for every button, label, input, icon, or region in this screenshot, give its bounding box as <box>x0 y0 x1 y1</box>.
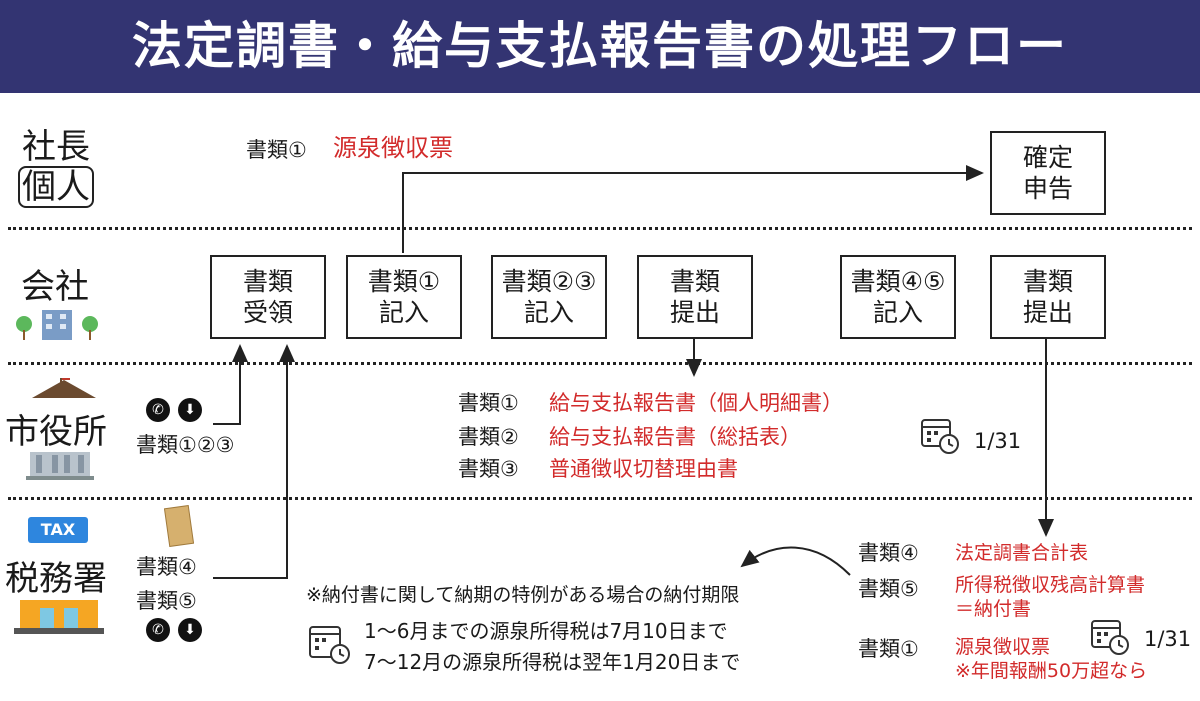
box-final-return: 確定申告 <box>990 131 1106 215</box>
city-doc-label: 書類① <box>458 391 519 415</box>
arrow-to-payment-note <box>740 546 851 576</box>
calendar-clock-icon <box>920 415 960 455</box>
lane-owner-label: 社長 個人 <box>18 128 94 208</box>
lane-divider <box>8 227 1192 230</box>
arrow-tax-to-receive <box>213 344 295 579</box>
tax-doc1-label: 書類① <box>858 637 919 661</box>
tax-doc4-label: 書類④ <box>858 541 919 565</box>
city-hall-base-icon <box>22 452 98 480</box>
calendar-clock-icon <box>1090 616 1130 656</box>
lane-divider <box>8 497 1192 500</box>
header-bar <box>0 0 1200 93</box>
tax-badge: TAX <box>28 517 88 543</box>
city-deadline: 1/31 <box>974 429 1022 453</box>
lane-divider <box>8 362 1192 365</box>
tax-office-icon <box>14 600 104 634</box>
lane-company-label: 会社 <box>21 267 89 307</box>
payment-note-line2: 7〜12月の源泉所得税は翌年1月20日まで <box>364 650 741 674</box>
tax-left-doc5: 書類⑤ <box>136 589 197 613</box>
city-hall-icon <box>26 376 102 408</box>
page-title: 法定調書・給与支払報告書の処理フロー <box>132 17 1068 75</box>
city-doc-label: 書類② <box>458 425 519 449</box>
city-doc-name: 給与支払報告書（総括表） <box>549 425 801 449</box>
city-doc-label: 書類③ <box>458 457 519 481</box>
tax-doc1-note: ※年間報酬50万超なら <box>955 660 1148 682</box>
building-icon <box>14 310 100 340</box>
arrow-city-to-receive <box>213 344 248 425</box>
lane-city-label: 市役所 <box>5 412 107 452</box>
tax-doc5-label: 書類⑤ <box>858 577 919 601</box>
envelope-icon <box>163 504 195 548</box>
owner-doc-label: 書類① <box>246 138 307 162</box>
owner-doc-name: 源泉徴収票 <box>333 134 453 162</box>
calendar-clock-icon <box>308 622 352 666</box>
payment-note-heading: ※納付書に関して納期の特例がある場合の納付期限 <box>306 584 740 606</box>
tax-doc5-name: 所得税徴収残高計算書 <box>955 574 1146 596</box>
lane-tax-label: 税務署 <box>5 559 107 599</box>
phone-icon: ✆ <box>146 618 170 642</box>
city-doc-name: 普通徴収切替理由書 <box>549 457 738 481</box>
phone-icon: ✆ <box>146 398 170 422</box>
city-doc-name: 給与支払報告書（個人明細書） <box>549 391 843 415</box>
box-receive: 書類受領 <box>210 255 326 339</box>
payment-note-line1: 1〜6月までの源泉所得税は7月10日まで <box>364 619 728 643</box>
tax-deadline: 1/31 <box>1144 627 1192 651</box>
box-submit2: 書類提出 <box>990 255 1106 339</box>
arrow-to-final-return <box>402 165 984 253</box>
tax-doc4-name: 法定調書合計表 <box>955 542 1089 564</box>
box-submit1: 書類提出 <box>637 255 753 339</box>
tax-doc5-sub: ＝納付書 <box>955 598 1032 620</box>
download-icon: ⬇ <box>178 618 202 642</box>
tax-doc1-name: 源泉徴収票 <box>955 636 1051 658</box>
download-icon: ⬇ <box>178 398 202 422</box>
city-left-docs: 書類①②③ <box>136 433 235 457</box>
tax-left-doc4: 書類④ <box>136 555 197 579</box>
